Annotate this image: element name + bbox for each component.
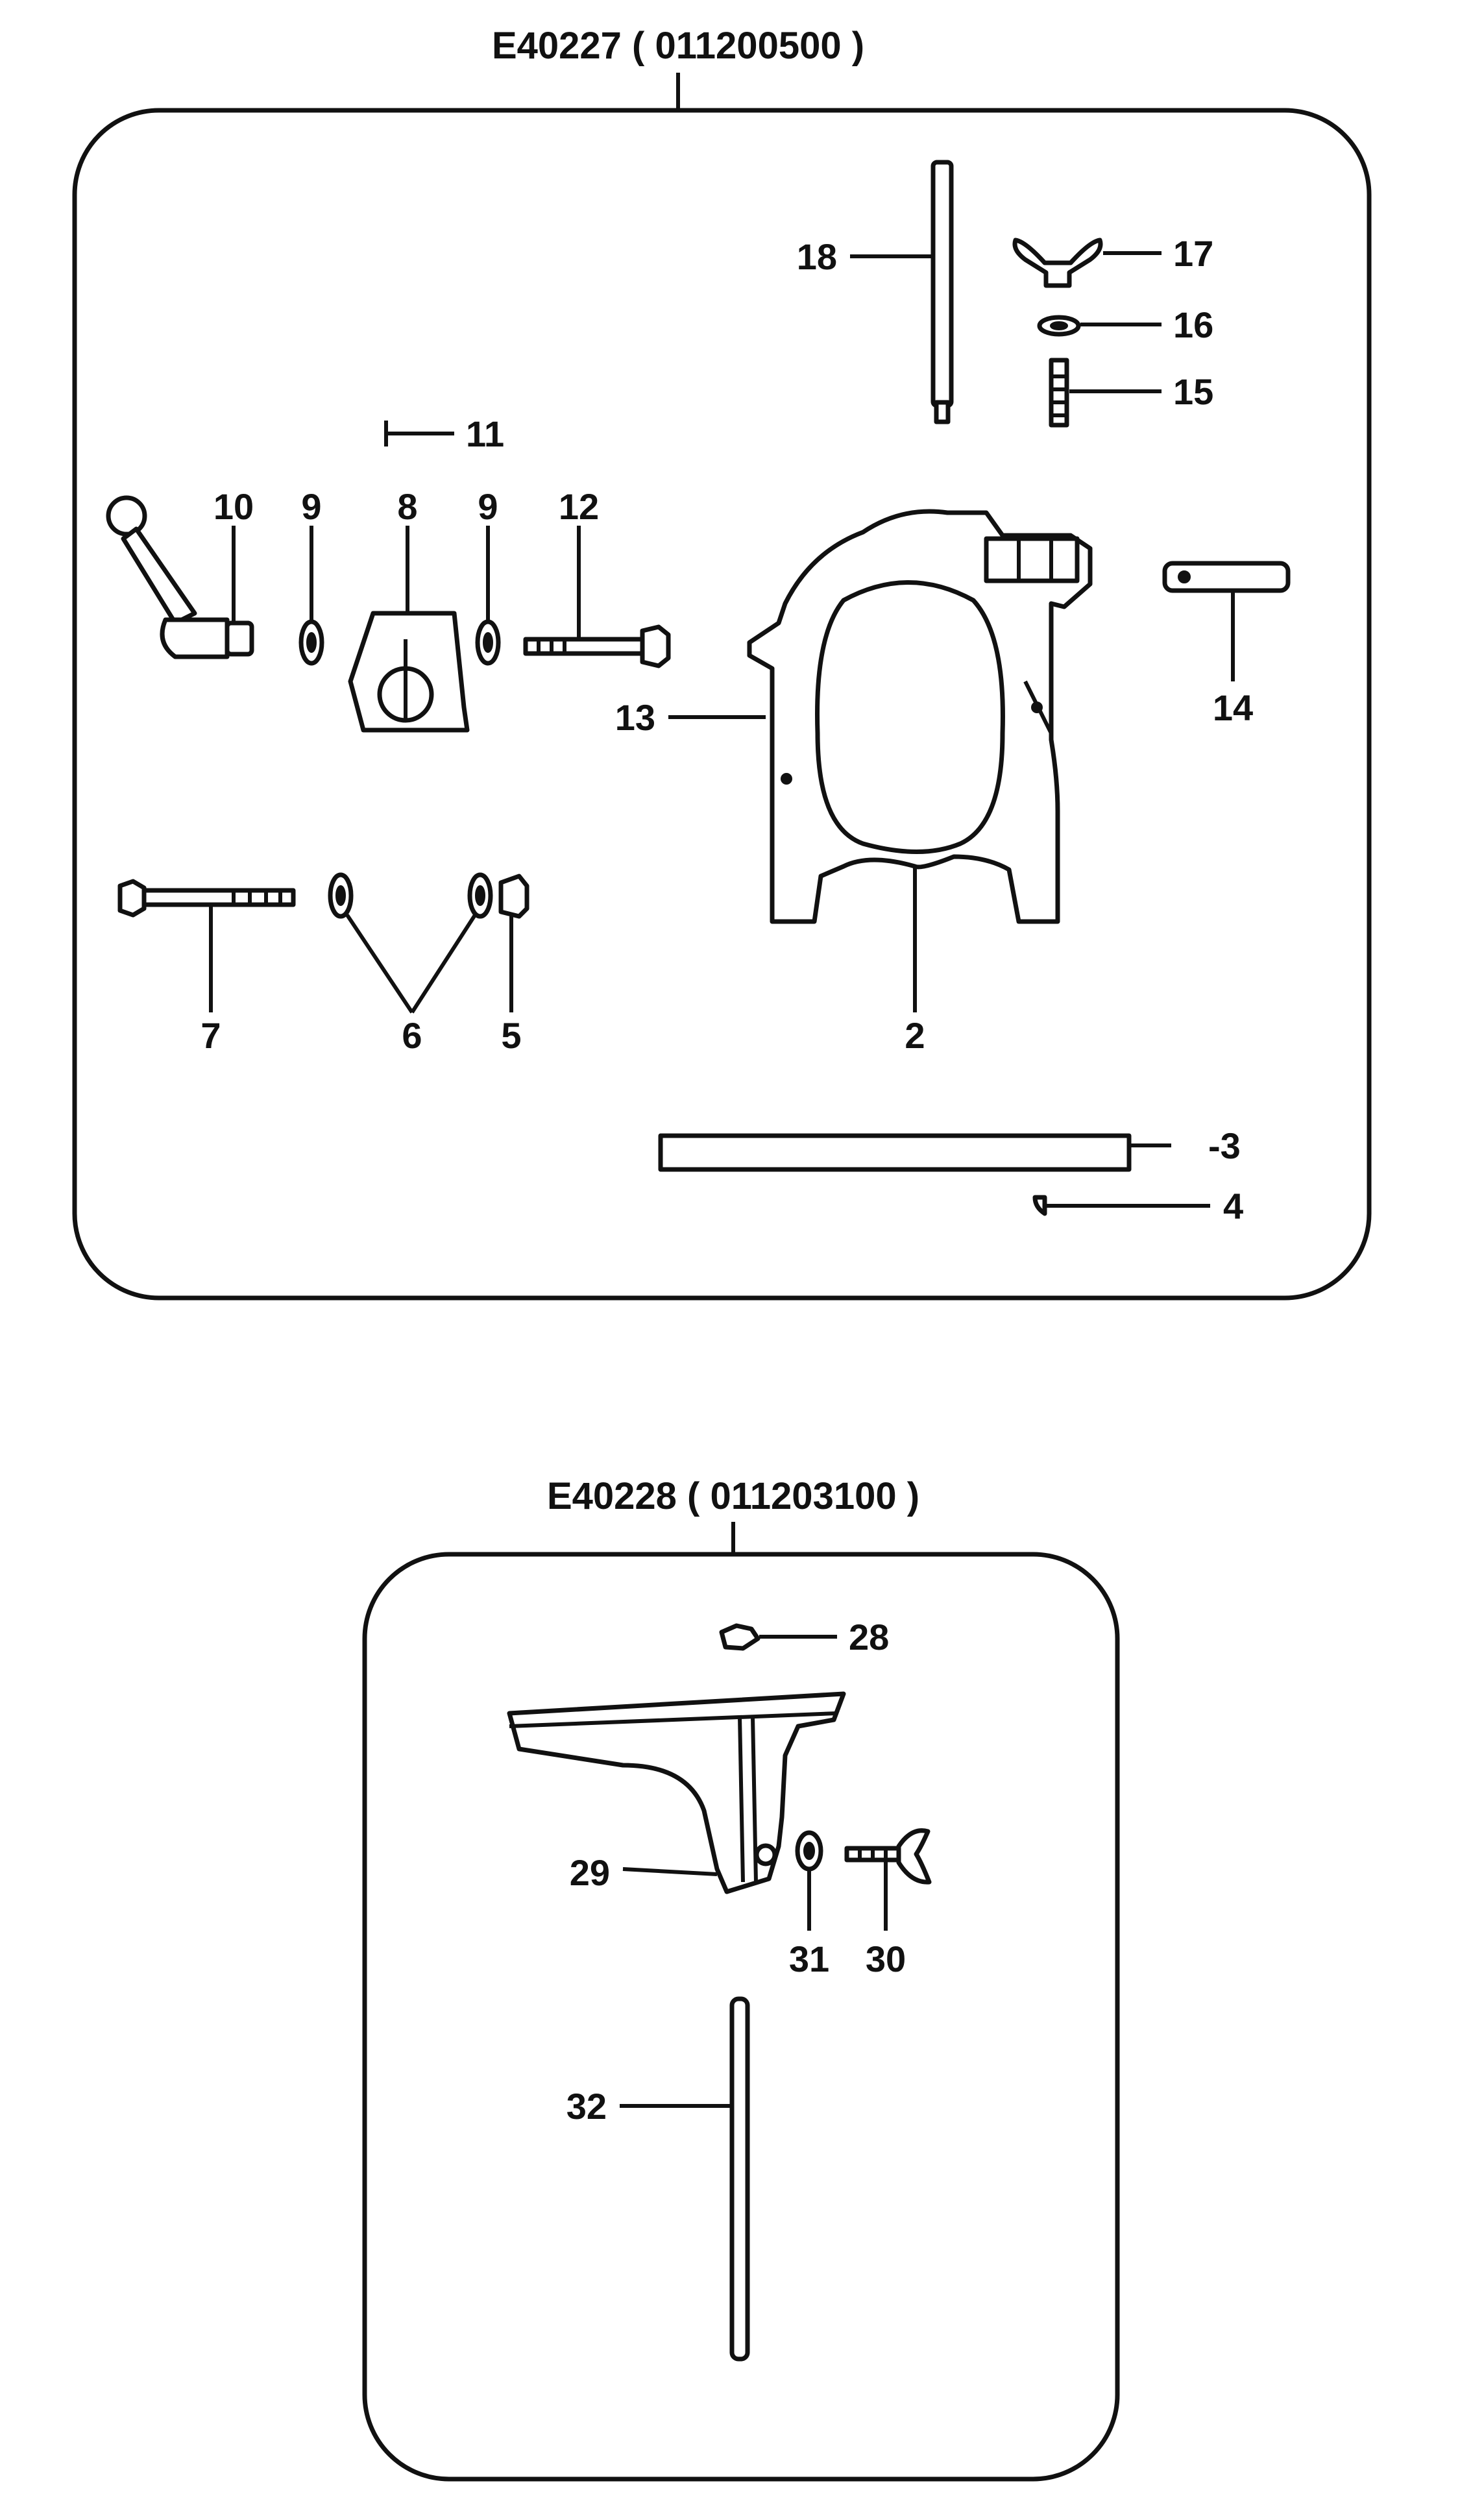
part-32-rod: 32	[566, 1996, 750, 2362]
part-number-label: 9	[478, 486, 498, 527]
part-number-label: 11	[466, 413, 504, 454]
assembly-title: E40228 ( 011203100 )	[547, 1475, 919, 1517]
assembly-e40227: E40227 ( 011200500 ) 18 17 16	[72, 25, 1372, 1301]
part-13-leader: 13	[615, 697, 766, 738]
part-10-handle: 10	[106, 486, 254, 659]
part-number-label: 5	[501, 1015, 521, 1056]
part-4-screw: 4	[1032, 1186, 1243, 1227]
assembly-title: E40227 ( 011200500 )	[492, 25, 864, 67]
part-18-rod: 18	[797, 160, 954, 424]
assembly-frame	[362, 1552, 1120, 2482]
part-number-label: 8	[397, 486, 417, 527]
part-16-washer: 16	[1037, 304, 1213, 345]
part-17-wing-nut: 17	[1012, 233, 1213, 288]
part-8-clamp-block: 8	[348, 486, 470, 733]
part-12-bolt: 12	[523, 486, 671, 668]
part-11-pin: 11	[384, 413, 504, 454]
part-number-label: 17	[1173, 233, 1213, 274]
part-number-label: 30	[866, 1938, 906, 1979]
part-number-label: 32	[566, 2086, 607, 2127]
part-5-nut: 5	[498, 874, 529, 1056]
part-6-spacers: 6	[328, 872, 493, 1056]
part-7-long-bolt: 7	[117, 879, 296, 1056]
part-number-label: 16	[1173, 304, 1213, 345]
part-number-label: 6	[402, 1015, 422, 1056]
part-number-label: 31	[789, 1938, 829, 1979]
part-number-label: 9	[301, 486, 321, 527]
part-15-stud: 15	[1049, 358, 1213, 428]
part-number-label: 13	[615, 697, 655, 738]
part-number-label: 14	[1213, 687, 1253, 728]
assembly-frame	[72, 108, 1372, 1301]
part-31-washer: 31	[789, 1830, 829, 1979]
part-number-label: 4	[1223, 1186, 1243, 1227]
part-30-wing-bolt: 30	[844, 1828, 932, 1979]
part-2-main-frame: 2	[747, 509, 1093, 1056]
part-number-label: 29	[570, 1852, 610, 1893]
part-9-spacer-right: 9	[475, 486, 501, 666]
part-number-label: 28	[849, 1617, 889, 1657]
part-28-nut: 28	[719, 1617, 889, 1657]
part-number-label: 10	[213, 486, 254, 527]
part-9-spacer-left: 9	[298, 486, 324, 666]
part-number-label: 15	[1173, 371, 1213, 412]
part-14-pin: 14	[1162, 561, 1291, 728]
part-29-bracket: 29	[507, 1691, 846, 1894]
part-3-bar: -3	[658, 1125, 1241, 1172]
part-number-label: 7	[201, 1015, 221, 1056]
part-number-label: 2	[905, 1015, 925, 1056]
part-number-label: 12	[559, 486, 599, 527]
assembly-e40228: E40228 ( 011203100 ) 28 29 31	[362, 1475, 1120, 2482]
part-number-label: -3	[1208, 1125, 1241, 1166]
part-number-label: 18	[797, 236, 837, 277]
